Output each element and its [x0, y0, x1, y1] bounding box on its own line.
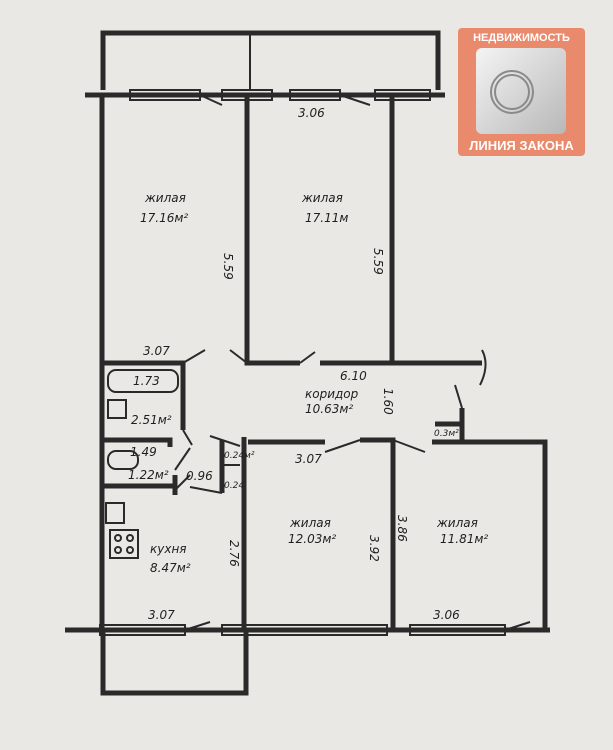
- room-corridor-area: 10.63м²: [305, 402, 353, 416]
- room-living2-area: 17.11м: [305, 211, 348, 225]
- logo-bottom-text: ЛИНИЯ ЗАКОНА: [469, 138, 574, 153]
- room-corridor-name: коридор: [305, 387, 359, 401]
- room-kitchen-name: кухня: [150, 542, 187, 556]
- dim-corridor-len: 6.10: [340, 369, 367, 383]
- dim-bottom-right: 3.06: [433, 608, 460, 622]
- room-living2-name: жилая: [301, 191, 343, 205]
- room-closet-area: 0.3м²: [434, 429, 459, 439]
- dim-living3-depth: 3.92: [367, 535, 381, 562]
- room-kitchen-area: 8.47м²: [150, 561, 191, 575]
- logo-top-text: НЕДВИЖИМОСТЬ: [473, 32, 570, 44]
- room-closet-b-area: 0.24: [224, 481, 244, 491]
- dim-kitchen-depth: 2.76: [227, 540, 241, 567]
- room-closet-a-area: 0.24м²: [224, 451, 255, 461]
- dim-top: 3.06: [298, 106, 325, 120]
- room-living4-area: 11.81м²: [440, 532, 488, 546]
- top-balcony: [100, 30, 441, 90]
- column-capital-icon: [476, 48, 566, 134]
- dim-living3-width: 3.07: [295, 452, 322, 466]
- dim-bathtub: 1.73: [133, 374, 160, 388]
- dim-living2-depth: 5.59: [371, 248, 385, 275]
- room-living3-area: 12.03м²: [288, 532, 336, 546]
- dim-toilet-len: 1.49: [130, 445, 157, 459]
- agency-logo: НЕДВИЖИМОСТЬ ЛИНИЯ ЗАКОНА: [458, 28, 585, 156]
- room-living3-name: жилая: [289, 516, 331, 530]
- dim-door: 0.96: [186, 469, 213, 483]
- room-living4-name: жилая: [436, 516, 478, 530]
- bottom-wall: [65, 621, 550, 696]
- dim-bath-width: 3.07: [143, 344, 170, 358]
- room-toilet-area: 1.22м²: [128, 468, 169, 482]
- dim-living1-depth: 5.59: [221, 253, 235, 280]
- room-bathroom-area: 2.51м²: [131, 413, 172, 427]
- interior-walls: [102, 95, 548, 630]
- dim-corridor-width: 1.60: [381, 388, 395, 415]
- dim-bottom-left: 3.07: [148, 608, 175, 622]
- dim-living4-depth: 3.86: [395, 515, 409, 542]
- room-living1-area: 17.16м²: [140, 211, 188, 225]
- room-living1-name: жилая: [144, 191, 186, 205]
